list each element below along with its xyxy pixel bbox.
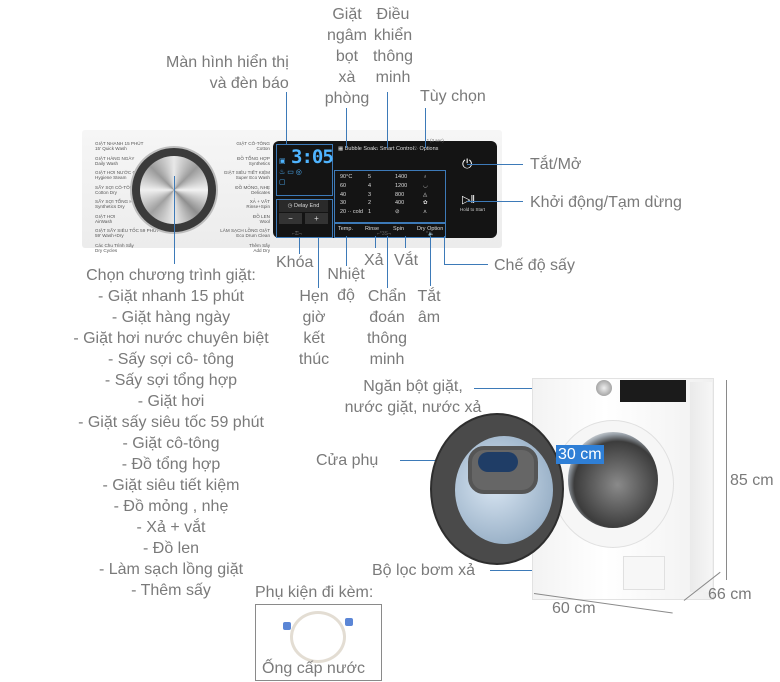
hold-to-start-label: Hold to Start bbox=[460, 207, 486, 212]
water-hose-icon bbox=[290, 611, 346, 663]
time-display: 3:05 bbox=[291, 146, 334, 168]
start-pause-icon[interactable]: ▷‖ bbox=[462, 194, 476, 206]
rinse-button[interactable]: Rinse bbox=[365, 226, 380, 232]
program-item: - Đồ len bbox=[142, 540, 200, 557]
display-connector bbox=[286, 92, 287, 144]
program-item: - Đồ tổng hợp bbox=[121, 456, 221, 473]
display-screen bbox=[276, 144, 333, 196]
delay-end-button[interactable]: ◷ Delay End bbox=[279, 200, 328, 212]
height-label: 85 cm bbox=[730, 472, 774, 489]
program-item: - Thêm sấy bbox=[131, 582, 211, 599]
washer-dial bbox=[596, 380, 612, 396]
lock-connector bbox=[299, 238, 300, 254]
options-hint: * (3 sec) bbox=[427, 138, 444, 143]
dry-mode-connector-h bbox=[444, 264, 488, 265]
lock-indicator-icon: ▣ bbox=[279, 158, 286, 165]
height-dimension-line bbox=[726, 380, 727, 580]
program-item: - Làm sạch lồng giặt bbox=[98, 561, 244, 578]
dial-connector bbox=[174, 176, 175, 264]
bubble-soak-button[interactable]: ▦ Bubble Soak bbox=[338, 146, 376, 152]
start-connector bbox=[467, 201, 523, 202]
hose-connector-icon bbox=[345, 618, 353, 626]
program-item: - Sấy sợi tổng hợp bbox=[104, 372, 238, 389]
add-door-window bbox=[478, 452, 518, 472]
power-connector bbox=[467, 164, 523, 165]
smart-check-mark: ⌐*3S¬ bbox=[377, 231, 391, 237]
spin-button[interactable]: Spin bbox=[393, 226, 405, 232]
dry-mode-connector bbox=[444, 236, 445, 264]
washer-display bbox=[620, 380, 686, 402]
options-label: Tùy chọn bbox=[420, 88, 486, 105]
dry-mode-label: Chế độ sấy bbox=[494, 257, 575, 274]
option-buttons-row: Temp. Rinse Spin Dry Option bbox=[334, 223, 446, 238]
spin-connector bbox=[405, 236, 406, 248]
options-connector bbox=[425, 108, 426, 148]
program-item: - Giặt siêu tiết kiệm bbox=[102, 477, 240, 494]
program-item: - Giặt sấy siêu tốc 59 phút bbox=[78, 414, 264, 431]
washer-side bbox=[690, 382, 712, 592]
program-item: - Sấy sợi cô- tông bbox=[107, 351, 235, 368]
smart-control-button[interactable]: ⌂ Smart Control bbox=[375, 146, 414, 152]
start-pause-label: Khởi động/Tạm dừng bbox=[530, 194, 682, 211]
dry-option-button[interactable]: Dry Option bbox=[417, 226, 444, 232]
minus-button[interactable]: − bbox=[279, 213, 302, 224]
hose-connector-icon bbox=[283, 622, 291, 630]
add-door-label: Cửa phụ bbox=[316, 452, 379, 469]
drum-diameter-label: 30 cm bbox=[556, 445, 604, 464]
program-list: Chọn chương trình giặt: - Giặt nhanh 15 … bbox=[60, 265, 282, 601]
width-label: 60 cm bbox=[552, 600, 596, 617]
temp-connector bbox=[346, 236, 347, 266]
smart-check-connector bbox=[387, 236, 388, 288]
dry-level-icons: ♁◡◬✿⋏ bbox=[423, 174, 428, 216]
power-icon[interactable]: ⏻ bbox=[462, 156, 472, 172]
program-list-title: Chọn chương trình giặt: bbox=[86, 267, 256, 284]
spin-label: Vắt bbox=[394, 252, 419, 269]
program-item: - Giặt hơi bbox=[137, 393, 205, 410]
program-item: - Giặt nhanh 15 phút bbox=[98, 288, 244, 305]
program-item: - Xả + vắt bbox=[136, 519, 206, 536]
depth-label: 66 cm bbox=[708, 586, 752, 603]
dry-indicator-icon: ▢ bbox=[279, 179, 286, 186]
smart-control-connector bbox=[387, 92, 388, 148]
drain-filter-cover bbox=[623, 556, 665, 590]
delay-connector bbox=[318, 238, 319, 288]
mute-connector bbox=[430, 236, 431, 286]
program-item: - Giặt hàng ngày bbox=[111, 309, 231, 326]
lock-mark: ⌐⚿¬ bbox=[292, 231, 302, 237]
accessories-title: Phụ kiện đi kèm: bbox=[255, 584, 374, 601]
program-item: - Giặt cô-tông bbox=[122, 435, 220, 452]
accessory-box bbox=[255, 604, 382, 681]
temp-button[interactable]: Temp. bbox=[338, 226, 353, 232]
drain-filter-label: Bộ lọc bơm xả bbox=[372, 562, 475, 579]
mute-mark: *🔈 bbox=[426, 231, 435, 237]
plus-button[interactable]: + bbox=[305, 213, 328, 224]
settings-grid bbox=[334, 170, 446, 223]
detergent-drawer-label: Ngăn bột giặt,nước giặt, nước xả bbox=[344, 378, 482, 416]
power-label: Tắt/Mở bbox=[530, 156, 582, 173]
wash-indicator-icon: ♨ ▭ ◎ bbox=[279, 169, 302, 176]
options-button[interactable]: ♧ Options bbox=[413, 146, 439, 152]
drawer-connector bbox=[474, 388, 558, 389]
bubble-connector bbox=[346, 108, 347, 148]
program-item: - Đồ mỏng , nhẹ bbox=[113, 498, 229, 515]
rinse-connector bbox=[375, 236, 376, 248]
lock-label: Khóa bbox=[276, 254, 314, 271]
accessory-item: Ống cấp nước bbox=[262, 660, 366, 677]
display-label: Màn hình hiển thị và đèn báo bbox=[166, 54, 289, 92]
rinse-label: Xả bbox=[364, 252, 384, 269]
program-item: - Giặt hơi nước chuyên biệt bbox=[73, 330, 269, 347]
delay-end-group bbox=[276, 199, 333, 238]
